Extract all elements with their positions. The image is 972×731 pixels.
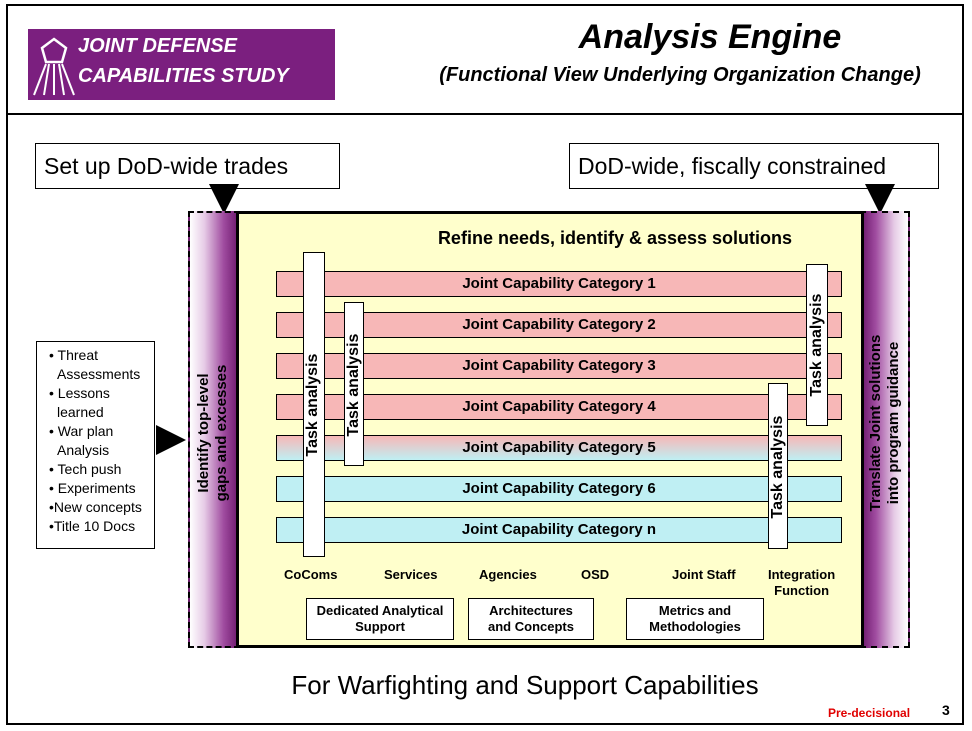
pentagon-icon xyxy=(33,37,75,96)
capability-category-2: Joint Capability Category 2 xyxy=(276,312,842,338)
list-item: • Lessons xyxy=(49,385,110,401)
task-analysis-integration-bottom: Task analysis xyxy=(768,383,788,549)
list-item: • War plan xyxy=(49,423,114,439)
left-bar-gaps: Identify top-level gaps and excesses xyxy=(188,211,240,648)
org-cocoms: CoComs xyxy=(284,567,338,582)
integration-line-1: Integration xyxy=(768,567,836,582)
right-bar-translate: Translate Joint solutions into program g… xyxy=(860,211,910,648)
task-analysis-services: Task analysis xyxy=(344,302,364,466)
org-services: Services xyxy=(384,567,438,582)
logo-line-1: JOINT DEFENSE xyxy=(78,35,237,57)
page-title: Analysis Engine xyxy=(578,18,842,56)
header-divider xyxy=(6,113,964,115)
list-item: Analysis xyxy=(57,442,110,458)
org-osd: OSD xyxy=(581,567,610,582)
right-bar-line-2: into program guidance xyxy=(885,341,902,505)
task-analysis-cocoms: Task analysis xyxy=(303,252,325,557)
list-item: Assessments xyxy=(57,366,141,382)
capability-category-3: Joint Capability Category 3 xyxy=(276,353,842,379)
capability-category-6: Joint Capability Category 6 xyxy=(276,476,842,502)
support-metrics: Metrics and Methodologies xyxy=(626,598,764,640)
right-bar-line-1: Translate Joint solutions xyxy=(867,334,884,512)
list-item: • Experiments xyxy=(49,480,136,496)
support-line-2: Support xyxy=(355,619,405,634)
support-dedicated-analytical: Dedicated Analytical Support xyxy=(306,598,454,640)
capability-category-4: Joint Capability Category 4 xyxy=(276,394,842,420)
support-architectures: Architectures and Concepts xyxy=(468,598,594,640)
footer-caption: For Warfighting and Support Capabilities xyxy=(291,670,759,700)
org-joint-staff: Joint Staff xyxy=(672,567,736,582)
task-analysis-label: Task analysis xyxy=(304,353,321,457)
right-bar-label: Translate Joint solutions into program g… xyxy=(867,228,907,618)
list-item: •New concepts xyxy=(49,499,142,515)
left-bar-label: Identify top-level gaps and excesses xyxy=(195,238,235,628)
task-analysis-integration-top: Task analysis xyxy=(806,264,828,426)
page-number: 3 xyxy=(942,702,950,718)
org-integration-function: Integration Function xyxy=(768,567,835,599)
callout-fiscally-constrained: DoD-wide, fiscally constrained xyxy=(569,143,939,189)
classification-label: Pre-decisional xyxy=(828,706,911,720)
slide-frame xyxy=(6,4,964,725)
support-line-1: Metrics and xyxy=(658,603,732,618)
support-line-1: Dedicated Analytical xyxy=(316,603,444,618)
capability-category-5: Joint Capability Category 5 xyxy=(276,435,842,461)
list-item: • Tech push xyxy=(49,461,122,477)
capability-category-1: Joint Capability Category 1 xyxy=(276,271,842,297)
jdcs-logo: JOINT DEFENSE CAPABILITIES STUDY xyxy=(28,29,335,100)
capability-category-n: Joint Capability Category n xyxy=(276,517,842,543)
inputs-list: • Threat Assessments • Lessons learned •… xyxy=(36,341,155,549)
panel-heading: Refine needs, identify & assess solution… xyxy=(437,228,793,248)
left-bar-line-1: Identify top-level xyxy=(195,373,212,493)
page-subtitle: (Functional View Underlying Organization… xyxy=(439,64,921,86)
support-line-2: and Concepts xyxy=(488,619,574,634)
list-item: • Threat xyxy=(49,347,98,363)
integration-line-2: Function xyxy=(774,583,830,598)
list-item: learned xyxy=(57,404,104,420)
callout-set-up-trades: Set up DoD-wide trades xyxy=(35,143,340,189)
task-analysis-label: Task analysis xyxy=(808,293,825,397)
support-line-2: Methodologies xyxy=(649,619,741,634)
list-item: •Title 10 Docs xyxy=(49,518,136,534)
support-line-1: Architectures xyxy=(489,603,573,618)
left-bar-line-2: gaps and excesses xyxy=(213,364,230,502)
org-agencies: Agencies xyxy=(479,567,537,582)
task-analysis-label: Task analysis xyxy=(345,333,362,437)
logo-line-2: CAPABILITIES STUDY xyxy=(78,65,289,87)
